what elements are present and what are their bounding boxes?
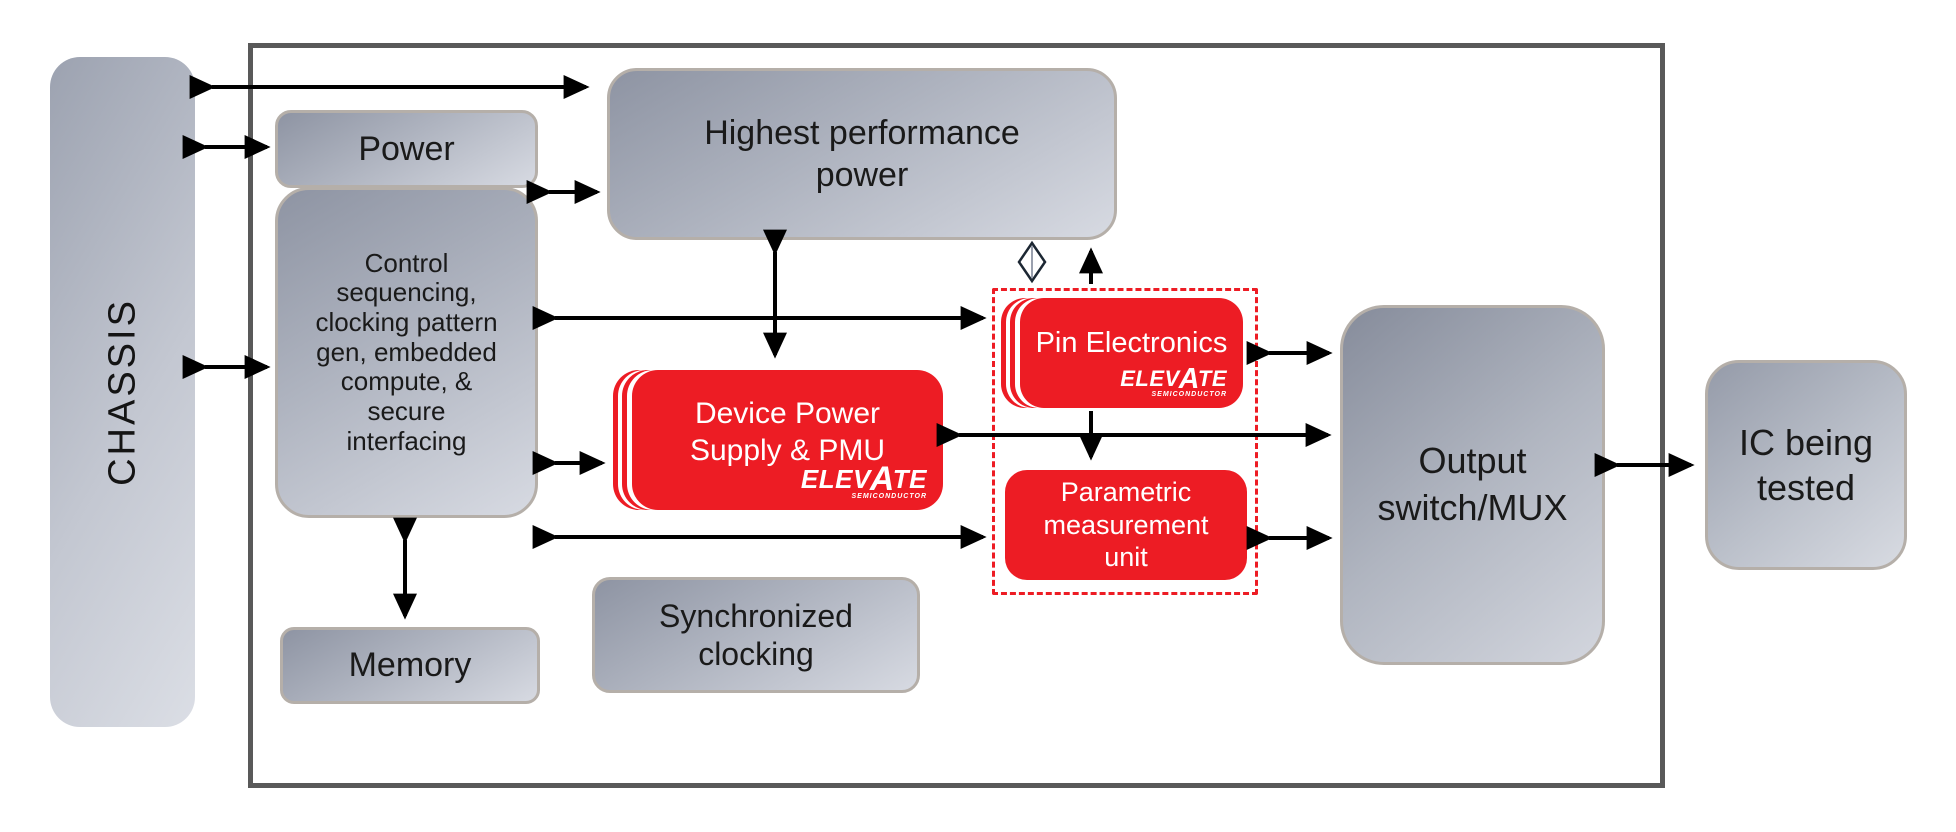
tester-enclosure-frame	[248, 43, 1665, 788]
synchronized-clocking-block: Synchronized clocking	[592, 577, 920, 693]
output-switch-mux-block: Output switch/MUX	[1340, 305, 1605, 665]
output-switch-mux-label: Output switch/MUX	[1377, 440, 1568, 528]
pin-electronics-label: Pin Electronics	[1035, 326, 1228, 359]
chassis-block: CHASSIS	[50, 57, 195, 727]
memory-label: Memory	[348, 646, 472, 684]
power-label: Power	[358, 129, 455, 168]
memory-block: Memory	[280, 627, 540, 704]
ic-being-tested-block: IC being tested	[1705, 360, 1907, 570]
elevate-a-glyph: A	[869, 460, 895, 498]
highest-performance-power-label: Highest performance power	[704, 113, 1020, 195]
elevate-semiconductor-label: SEMICONDUCTOR	[851, 493, 927, 500]
parametric-measurement-unit-block: Parametric measurement unit	[1005, 470, 1247, 580]
control-sequencing-label: Control sequencing, clocking pattern gen…	[315, 247, 498, 456]
highest-performance-power-block: Highest performance power	[607, 68, 1117, 240]
power-block: Power	[275, 110, 538, 188]
elevate-semiconductor-label: SEMICONDUCTOR	[1151, 391, 1227, 398]
ic-being-tested-label: IC being tested	[1738, 422, 1874, 508]
elevate-a-glyph: A	[1178, 363, 1200, 395]
parametric-measurement-unit-label: Parametric measurement unit	[1043, 477, 1209, 573]
control-sequencing-block: Control sequencing, clocking pattern gen…	[275, 187, 538, 518]
synchronized-clocking-label: Synchronized clocking	[659, 597, 853, 672]
device-power-supply-pmu-label: Device Power Supply & PMU	[689, 396, 886, 468]
chassis-label: CHASSIS	[101, 298, 143, 486]
